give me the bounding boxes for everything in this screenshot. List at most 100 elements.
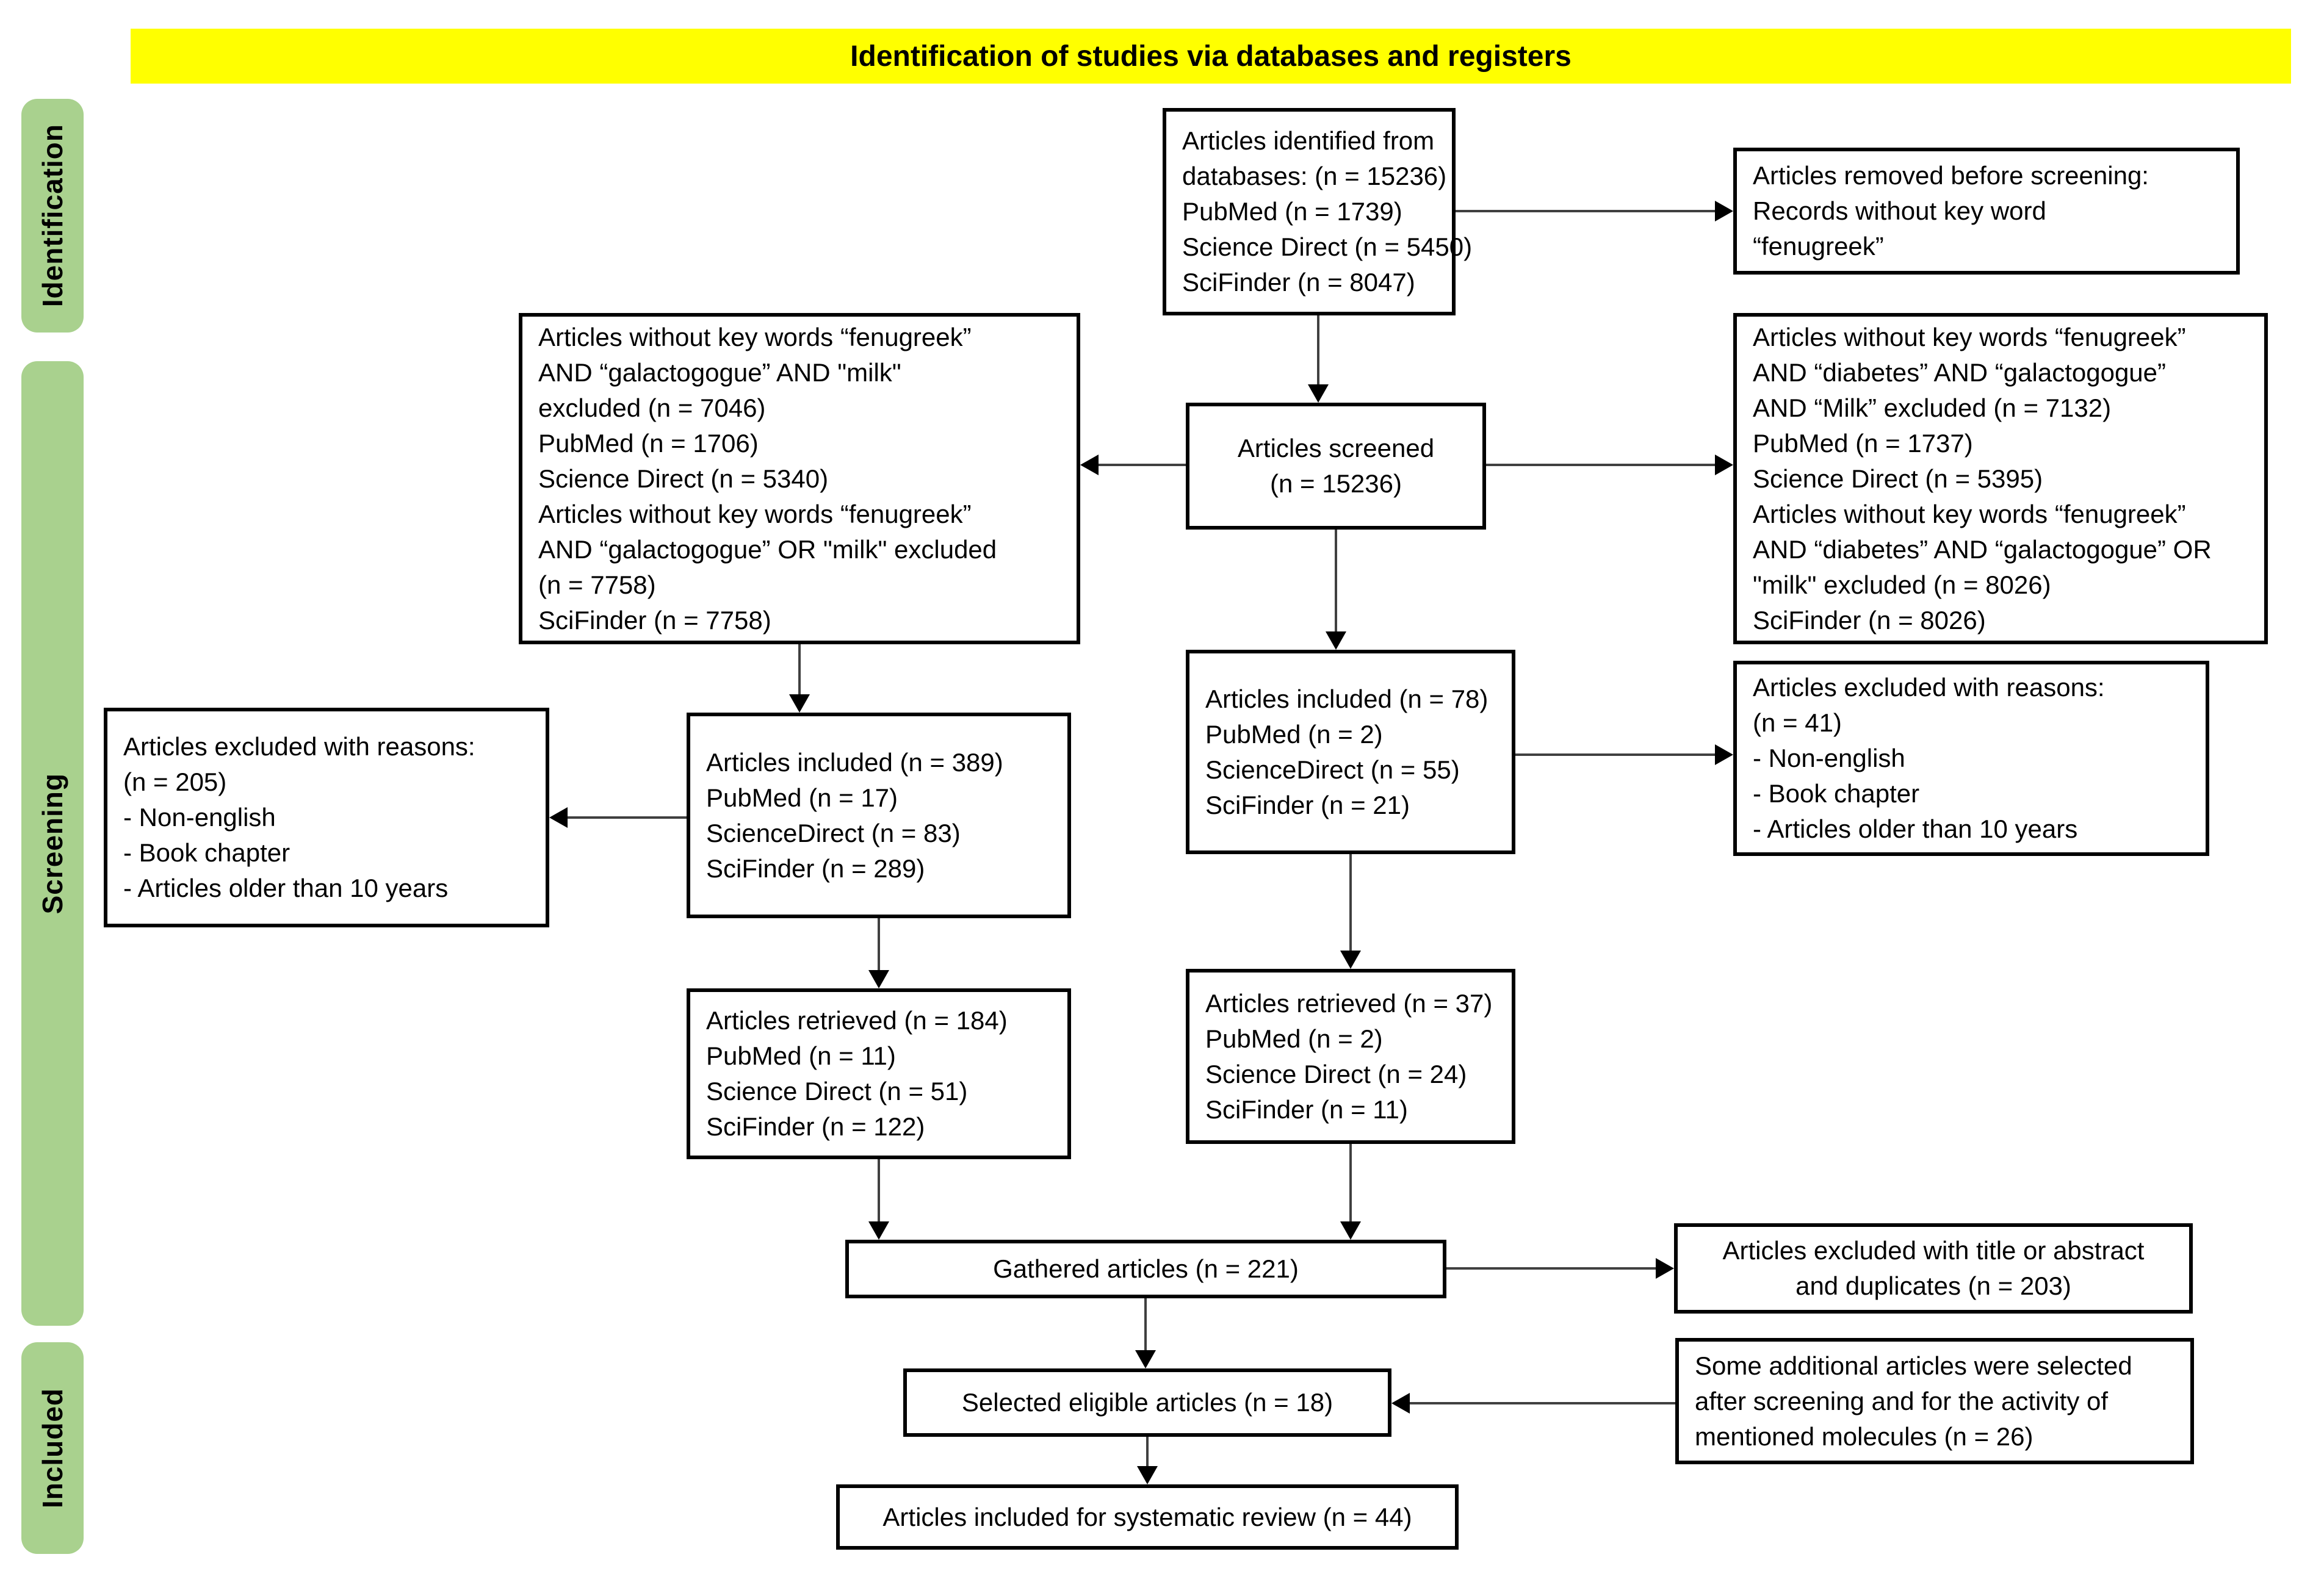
box-keywords-excluded-left: Articles without key words “fenugreek” A… — [519, 313, 1080, 644]
text-line: Selected eligible articles (n = 18) — [961, 1388, 1333, 1417]
arrowhead-right-icon — [1656, 1258, 1674, 1279]
text-line: PubMed (n = 2) — [1205, 1024, 1383, 1053]
arrowhead-right-icon — [1715, 744, 1733, 765]
text-line: Articles included (n = 78) — [1205, 684, 1489, 713]
arrowhead-right-icon — [1715, 455, 1733, 475]
box-excluded-with-reasons-205: Articles excluded with reasons: (n = 205… — [104, 708, 549, 927]
text-line: SciFinder (n = 8047) — [1182, 268, 1415, 297]
text-line: SciFinder (n = 8026) — [1753, 605, 1986, 635]
connector-included389-to-retrieved184 — [878, 918, 880, 970]
text-line: - Articles older than 10 years — [1753, 814, 2078, 843]
text-line: AND “galactogogue” OR "milk" excluded — [538, 534, 997, 564]
text-line: (n = 15236) — [1270, 469, 1402, 498]
text-line: Articles included (n = 389) — [706, 747, 1003, 777]
text-line: SciFinder (n = 21) — [1205, 790, 1410, 819]
text-line: databases: (n = 15236) — [1182, 162, 1447, 190]
arrowhead-down-icon — [1308, 384, 1329, 403]
arrowhead-down-icon — [1135, 1350, 1156, 1368]
box-articles-identified: Articles identified from databases: (n =… — [1163, 108, 1473, 315]
text-line: Science Direct (n = 5450) — [1182, 232, 1473, 261]
text-line: Articles excluded with reasons: — [1753, 673, 2105, 702]
arrowhead-down-icon — [1326, 631, 1346, 650]
text-line: after screening and for the activity of — [1695, 1386, 2109, 1415]
box-articles-included-389: Articles included (n = 389) PubMed (n = … — [687, 713, 1071, 918]
text-line: Articles without key words “fenugreek” — [1753, 322, 2186, 351]
box-articles-retrieved-37: Articles retrieved (n = 37) PubMed (n = … — [1186, 969, 1515, 1144]
connector-gathered-to-excluded-title — [1446, 1267, 1656, 1270]
text-line: “fenugreek” — [1753, 232, 1884, 261]
connector-additional-to-selected — [1410, 1402, 1675, 1404]
text-line: (n = 205) — [123, 768, 227, 796]
box-gathered-articles: Gathered articles (n = 221) — [845, 1240, 1446, 1298]
connector-included389-to-excluded205 — [568, 816, 687, 819]
arrowhead-down-icon — [1137, 1466, 1158, 1484]
text-line: Gathered articles (n = 221) — [993, 1254, 1299, 1283]
text-line: Articles excluded with reasons: — [123, 732, 475, 761]
text-line: - Articles older than 10 years — [123, 874, 449, 902]
text-line: Records without key word — [1753, 196, 2046, 225]
arrowhead-down-icon — [1340, 1221, 1361, 1240]
text-line: Articles retrieved (n = 37) — [1205, 988, 1493, 1018]
stage-band-screening: Screening — [21, 361, 84, 1326]
arrowhead-left-icon — [1080, 455, 1099, 475]
connector-identified-to-removed — [1456, 210, 1715, 212]
diagram-title: Identification of studies via databases … — [850, 40, 1572, 73]
box-excluded-with-reasons-41: Articles excluded with reasons: (n = 41)… — [1733, 661, 2209, 856]
arrowhead-left-icon — [549, 807, 568, 828]
box-articles-retrieved-184: Articles retrieved (n = 184) PubMed (n =… — [687, 988, 1071, 1159]
connector-selected-to-final — [1146, 1437, 1149, 1466]
arrowhead-down-icon — [868, 970, 889, 988]
text-line: and duplicates (n = 203) — [1795, 1271, 2071, 1300]
text-line: Articles without key words “fenugreek” — [538, 322, 972, 351]
text-line: PubMed (n = 1706) — [538, 428, 759, 458]
box-excluded-title-abstract: Articles excluded with title or abstract… — [1674, 1223, 2193, 1314]
connector-retrieved37-to-gathered — [1349, 1144, 1352, 1221]
text-line: - Book chapter — [1753, 779, 1920, 808]
text-line: "milk" excluded (n = 8026) — [1753, 570, 2051, 599]
connector-screened-to-keywords-right — [1486, 464, 1715, 466]
text-line: (n = 7758) — [538, 570, 656, 599]
text-line: PubMed (n = 2) — [1205, 719, 1383, 749]
text-line: Articles excluded with title or abstract — [1722, 1236, 2145, 1265]
stage-label-identification: Identification — [37, 124, 68, 307]
connector-screened-to-included78 — [1335, 530, 1337, 631]
text-line: (n = 41) — [1753, 708, 1842, 737]
text-line: Articles identified from — [1182, 126, 1435, 155]
arrowhead-down-icon — [789, 694, 810, 713]
connector-gathered-to-selected — [1144, 1298, 1147, 1350]
text-line: Articles without key words “fenugreek” — [1753, 499, 2186, 528]
text-line: AND “Milk” excluded (n = 7132) — [1753, 393, 2112, 422]
box-removed-before-screening: Articles removed before screening: Recor… — [1733, 148, 2240, 275]
arrowhead-down-icon — [1340, 951, 1361, 969]
box-articles-included-78: Articles included (n = 78) PubMed (n = 2… — [1186, 650, 1515, 854]
connector-keywordsleft-to-included389 — [798, 644, 801, 694]
text-line: ScienceDirect (n = 55) — [1205, 755, 1460, 784]
text-line: AND “diabetes” AND “galactogogue” OR — [1753, 534, 2212, 564]
text-line: SciFinder (n = 122) — [706, 1112, 925, 1141]
connector-identified-to-screened — [1317, 315, 1319, 386]
connector-screened-to-keywords-left — [1099, 464, 1186, 466]
box-final-systematic-review: Articles included for systematic review … — [836, 1484, 1459, 1550]
stage-band-included: Included — [21, 1342, 84, 1554]
connector-included78-to-excluded41 — [1515, 753, 1715, 756]
text-line: ScienceDirect (n = 83) — [706, 818, 961, 847]
text-line: Some additional articles were selected — [1695, 1351, 2132, 1380]
box-keywords-excluded-right: Articles without key words “fenugreek” A… — [1733, 313, 2268, 644]
text-line: Articles screened — [1237, 434, 1435, 462]
stage-label-included: Included — [37, 1387, 68, 1509]
diagram-title-banner: Identification of studies via databases … — [131, 29, 2291, 84]
text-line: Science Direct (n = 5340) — [538, 464, 829, 493]
text-line: excluded (n = 7046) — [538, 393, 766, 422]
text-line: - Non-english — [1753, 744, 1905, 772]
connector-included78-to-retrieved37 — [1349, 854, 1352, 951]
text-line: Articles removed before screening: — [1753, 161, 2149, 190]
box-selected-eligible: Selected eligible articles (n = 18) — [903, 1368, 1391, 1437]
text-line: - Book chapter — [123, 838, 290, 867]
text-line: AND “galactogogue” AND "milk" — [538, 358, 901, 387]
arrowhead-left-icon — [1391, 1393, 1410, 1414]
text-line: PubMed (n = 11) — [706, 1041, 896, 1070]
text-line: - Non-english — [123, 803, 276, 832]
text-line: Articles included for systematic review … — [882, 1502, 1412, 1531]
text-line: Articles without key words “fenugreek” — [538, 499, 972, 528]
